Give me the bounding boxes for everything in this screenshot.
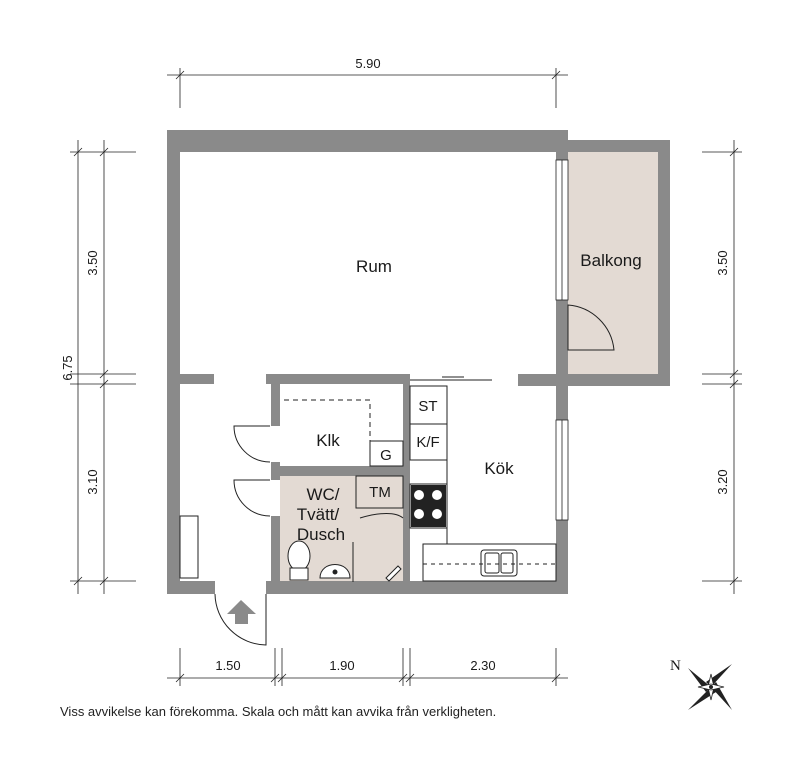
dim-top-width: 5.90 — [355, 56, 380, 71]
disclaimer-text: Viss avvikelse kan förekomma. Skala och … — [60, 704, 497, 719]
doors — [214, 304, 615, 646]
dim-left-upper: 3.50 — [85, 250, 100, 275]
fixture-label-kf: K/F — [416, 434, 439, 451]
room-label-wc-line2: Tvätt/ — [297, 505, 340, 524]
entrance-arrow-icon — [227, 600, 256, 624]
kitchen-sink — [480, 549, 518, 577]
dim-bottom-b: 1.90 — [329, 658, 354, 673]
windows — [555, 159, 569, 521]
balcony-floor — [568, 152, 668, 377]
dim-left-total: 6.75 — [60, 355, 75, 380]
dim-right-lower: 3.20 — [715, 469, 730, 494]
room-label-rum: Rum — [356, 257, 392, 276]
fixture-label-tm: TM — [369, 484, 391, 501]
dimension-lines — [70, 68, 742, 686]
room-label-kok: Kök — [484, 459, 514, 478]
room-label-balkong: Balkong — [580, 251, 641, 270]
room-label-wc-line3: Dusch — [297, 525, 345, 544]
dim-bottom-a: 1.50 — [215, 658, 240, 673]
compass-north-label: N — [670, 658, 681, 674]
compass-rose-icon — [688, 664, 732, 710]
fixture-label-g: G — [380, 447, 392, 464]
room-label-klk: Klk — [316, 431, 340, 450]
fixture-label-st: ST — [418, 398, 437, 415]
dim-bottom-c: 2.30 — [470, 658, 495, 673]
bathroom-items — [287, 513, 404, 582]
fixtures — [179, 385, 557, 582]
stove — [411, 485, 446, 527]
dim-left-lower: 3.10 — [85, 469, 100, 494]
dim-right-upper: 3.50 — [715, 250, 730, 275]
room-label-wc-line1: WC/ — [306, 485, 339, 504]
